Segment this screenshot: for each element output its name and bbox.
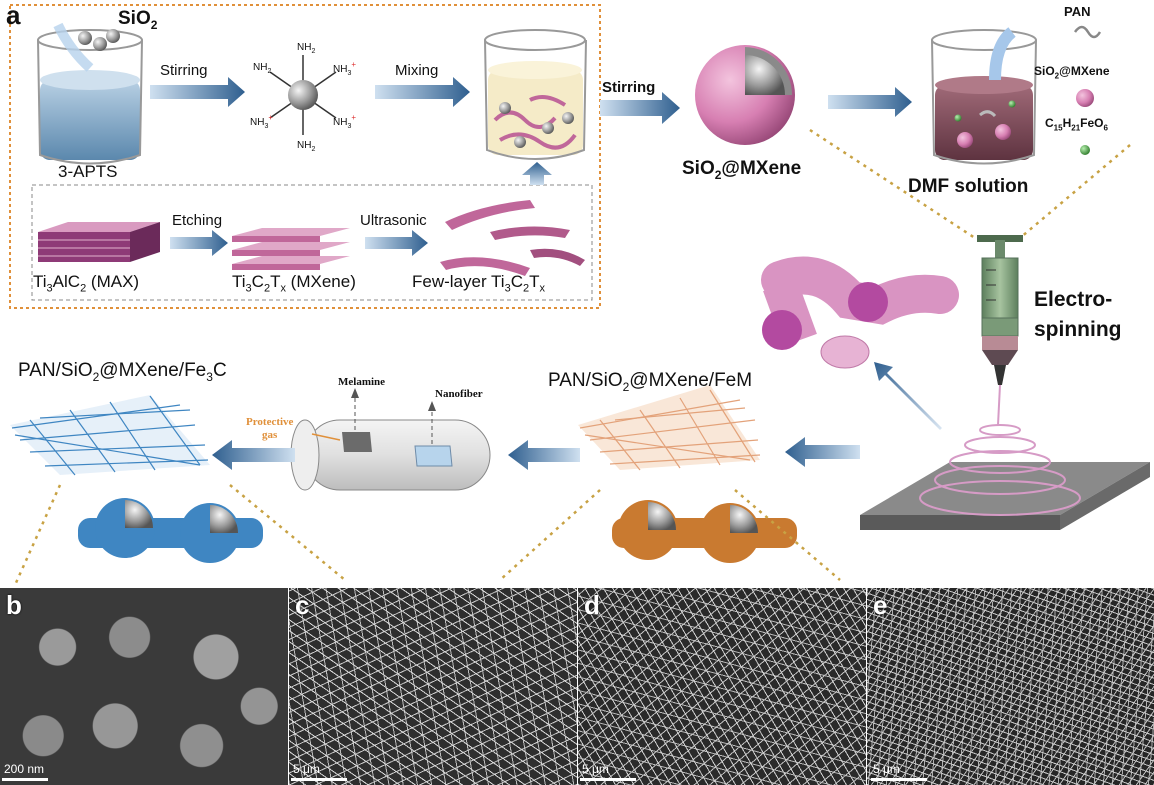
aptes-label: 3-APTS [58, 162, 118, 181]
protective-gas-label-1: Protective [246, 416, 294, 428]
max-phase-stack [38, 222, 160, 262]
arrow-to-fe3c [212, 440, 295, 470]
fem-sample-label: PAN/SiO2@MXene/FeM [548, 370, 753, 394]
pan-legend-icon [1073, 25, 1102, 39]
panel-letter-c: c [295, 590, 310, 620]
amine-labels: NH2 NH2 NH3+ NH3+ NH3+ NH2 [250, 42, 356, 153]
fem-nanofiber-mesh [578, 385, 761, 471]
fe3c-fiber-model [78, 498, 263, 563]
electrospinning-label-1: Electro- [1034, 288, 1113, 311]
sem-panel-d: d 5 μm [578, 588, 866, 785]
electrospinning-label-2: spinning [1034, 318, 1122, 341]
dotted-guide-left [809, 128, 976, 240]
scale-bar-e [871, 778, 927, 781]
beaker-dmf [931, 27, 1037, 165]
aminated-sio2-sphere [269, 55, 337, 135]
arrow-stirring-2 [600, 92, 680, 124]
electrospun-fiber-model [761, 256, 959, 369]
mixing-label: Mixing [395, 62, 439, 79]
arrow-to-fem [785, 437, 860, 467]
fem-fiber-model [612, 500, 797, 563]
scale-bar-c [291, 778, 347, 781]
schematic-panel-a: NH2 NH2 NH3+ NH3+ NH3+ NH2 [9, 4, 1150, 586]
scale-label-c: 5 μm [293, 762, 320, 776]
nanofiber-label: Nanofiber [435, 388, 483, 400]
panel-a-letter: a [6, 0, 21, 30]
arrow-to-dmf [828, 87, 912, 117]
svg-text:NH2: NH2 [253, 62, 271, 75]
panel-letter-d: d [584, 590, 600, 620]
melamine-label: Melamine [338, 376, 386, 388]
arrow-mixing [375, 77, 470, 107]
panel-letter-b: b [6, 590, 22, 620]
syringe [977, 235, 1023, 385]
fe3c-nanofiber-mesh [10, 395, 210, 476]
panel-letter-e: e [873, 590, 888, 620]
dotted-guide-fe3c-right [229, 484, 346, 581]
sio2-mxene-label: SiO2@MXene [682, 158, 802, 182]
svg-text:NH2: NH2 [297, 42, 315, 55]
protective-gas-label-2: gas [262, 429, 278, 441]
sem-panel-b: b 200 nm [0, 588, 288, 785]
ultrasonic-label: Ultrasonic [360, 212, 427, 229]
arrow-to-furnace [508, 440, 580, 470]
sio2-mxene-core-shell [695, 45, 795, 145]
scale-bar-d [580, 778, 636, 781]
few-layer-flakes [440, 200, 585, 276]
arrow-ultrasonic [365, 230, 428, 256]
mxene-label: Ti3C2Tx (MXene) [232, 272, 356, 295]
arrow-etching [170, 230, 228, 256]
fe-acac-legend-icon [1080, 145, 1090, 155]
sio2-mxene-legend-icon [1076, 89, 1094, 107]
max-label: Ti3AlC2 (MAX) [33, 272, 140, 295]
svg-text:NH3+: NH3+ [333, 60, 356, 77]
fe3c-sample-label: PAN/SiO2@MXene/Fe3C [18, 360, 227, 384]
scale-label-b: 200 nm [4, 762, 45, 776]
panel-a-dashed-box [9, 4, 601, 309]
svg-text:NH3+: NH3+ [333, 113, 356, 130]
etching-label: Etching [172, 212, 223, 229]
arrow-diag-fiber [874, 362, 942, 430]
scale-label-d: 5 μm [582, 762, 609, 776]
pan-legend-label: PAN [1064, 4, 1091, 19]
dmf-solution-label: DMF solution [908, 176, 1029, 197]
stirring-label-2: Stirring [602, 79, 656, 96]
dotted-guide-fem-left [499, 489, 601, 581]
dotted-guide-right [1019, 144, 1131, 239]
dotted-guide-fe3c-left [13, 484, 62, 586]
beaker-mixing [484, 29, 587, 160]
beaker-aptes [37, 22, 143, 165]
svg-text:NH3+: NH3+ [250, 113, 273, 130]
arrow-stirring-1 [150, 77, 245, 107]
sio2-label: SiO2 [118, 8, 158, 32]
arrow-up-to-mixing [522, 162, 552, 185]
tube-furnace [290, 388, 491, 491]
sem-panel-c: c 5 μm [289, 588, 577, 785]
mxene-subbox [31, 184, 593, 301]
stirring-label-1: Stirring [160, 62, 208, 79]
mxene-stack [232, 228, 350, 270]
few-layer-label: Few-layer Ti3C2Tx [412, 272, 545, 295]
scale-label-e: 5 μm [873, 762, 900, 776]
sio2-mxene-legend-label: SiO2@MXene [1034, 64, 1110, 81]
svg-text:NH2: NH2 [297, 140, 315, 153]
fe-acac-legend-label: C15H21FeO6 [1045, 116, 1108, 133]
sem-panel-e: e 5 μm [867, 588, 1154, 785]
electrospinning-collector [860, 384, 1150, 530]
scale-bar-b [2, 778, 48, 781]
